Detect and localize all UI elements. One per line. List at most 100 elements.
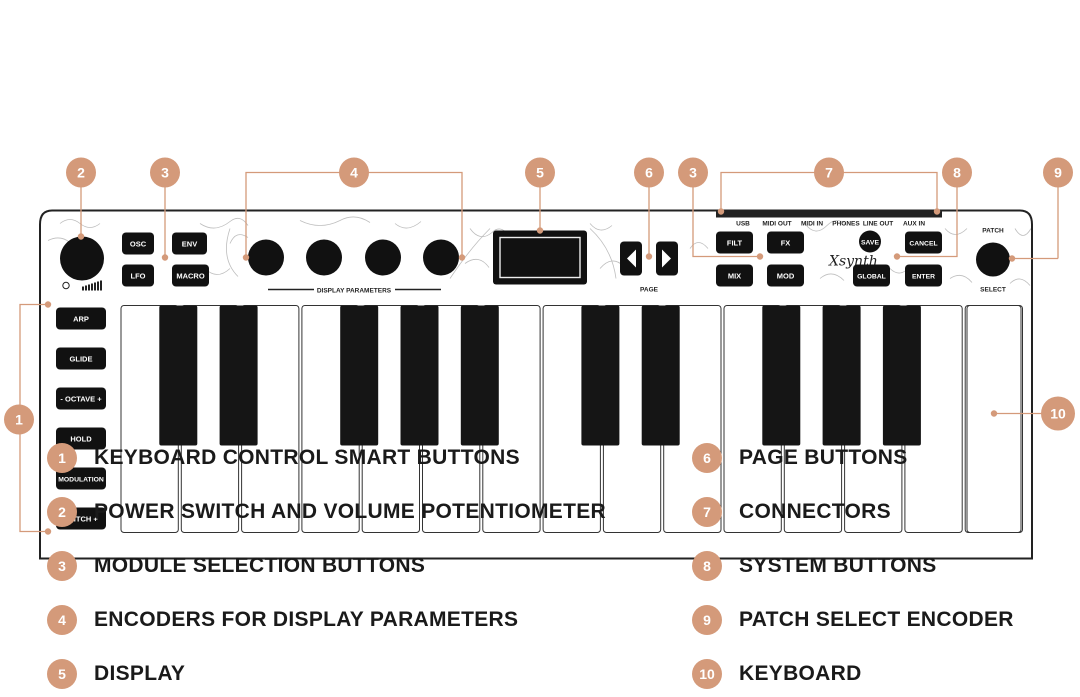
legend-badge: 5 xyxy=(47,659,77,689)
svg-text:1: 1 xyxy=(15,412,23,428)
macro-button[interactable] xyxy=(172,264,209,287)
svg-text:3: 3 xyxy=(161,165,169,181)
black-key[interactable] xyxy=(822,305,861,446)
patch-select-encoder[interactable] xyxy=(976,242,1010,277)
legend-badge: 3 xyxy=(47,551,77,581)
callout-9 xyxy=(1043,157,1073,188)
callout-3-right xyxy=(678,157,708,188)
modulation-label: MODULATION xyxy=(58,477,104,484)
black-key[interactable] xyxy=(460,305,499,446)
black-key[interactable] xyxy=(641,305,680,446)
volume-level-icon xyxy=(82,280,102,291)
svg-text:8: 8 xyxy=(953,165,961,181)
legend-label: KEYBOARD CONTROL SMART BUTTONS xyxy=(94,446,520,469)
connector-line-out: LINE OUT xyxy=(863,221,893,228)
legend-item-10: 10 KEYBOARD xyxy=(692,654,862,694)
callout-7 xyxy=(814,157,844,188)
connector-strip xyxy=(716,209,942,218)
glide-label: GLIDE xyxy=(70,355,93,364)
keyboard xyxy=(120,305,1024,533)
encoder-1[interactable] xyxy=(248,239,284,276)
svg-text:5: 5 xyxy=(536,165,544,181)
pitch-label: - PITCH + xyxy=(64,515,98,524)
callout-10 xyxy=(1041,396,1075,431)
svg-text:10: 10 xyxy=(1050,406,1066,422)
connector-midi-in: MIDI IN xyxy=(801,221,823,228)
callout-3-left xyxy=(150,157,180,188)
callout-8 xyxy=(942,157,972,188)
modulation-button[interactable] xyxy=(56,467,106,490)
legend-badge: 8 xyxy=(692,551,722,581)
global-button[interactable] xyxy=(853,264,890,287)
black-key[interactable] xyxy=(581,305,620,446)
legend-label: MODULE SELECTION BUTTONS xyxy=(94,554,426,577)
black-key[interactable] xyxy=(219,305,258,446)
connector-phones: PHONES xyxy=(832,221,860,228)
connector-usb: USB xyxy=(736,221,750,228)
legend-badge: 6 xyxy=(692,443,722,473)
enter-button[interactable] xyxy=(905,264,942,287)
lfo-button[interactable] xyxy=(122,264,154,287)
osc-button[interactable] xyxy=(122,232,154,255)
svg-text:6: 6 xyxy=(645,165,653,181)
callout-2 xyxy=(66,157,96,188)
filt-button[interactable] xyxy=(716,231,753,254)
cancel-label: CANCEL xyxy=(909,241,937,248)
legend-item-6: 6 PAGE BUTTONS xyxy=(692,438,908,478)
lfo-label: LFO xyxy=(131,272,146,281)
mix-button[interactable] xyxy=(716,264,753,287)
legend-badge: 7 xyxy=(692,497,722,527)
legend-label: DISPLAY xyxy=(94,662,186,685)
env-button[interactable] xyxy=(172,232,207,255)
black-key[interactable] xyxy=(340,305,379,446)
legend-item-5: 5 DISPLAY xyxy=(47,654,185,694)
callout-badges: 1 2 3 4 5 6 3 7 8 9 10 xyxy=(4,157,1075,435)
connector-midi-out: MIDI OUT xyxy=(762,221,791,228)
legend-badge: 9 xyxy=(692,605,722,635)
legend-label: SYSTEM BUTTONS xyxy=(739,554,937,577)
select-label: SELECT xyxy=(980,287,1006,294)
octave-button[interactable] xyxy=(56,387,106,410)
save-label: SAVE xyxy=(861,240,879,247)
arp-label: ARP xyxy=(73,315,89,324)
macro-label: MACRO xyxy=(176,272,204,281)
callout-1 xyxy=(4,404,34,435)
mix-label: MIX xyxy=(728,272,741,281)
legend-badge: 1 xyxy=(47,443,77,473)
global-label: GLOBAL xyxy=(857,274,886,281)
mod-button[interactable] xyxy=(767,264,804,287)
save-button[interactable] xyxy=(859,230,881,253)
callout-4 xyxy=(339,157,369,188)
arp-button[interactable] xyxy=(56,307,106,330)
encoder-3[interactable] xyxy=(365,239,401,276)
connector-aux-in: AUX IN xyxy=(903,221,925,228)
legend-label: PAGE BUTTONS xyxy=(739,446,908,469)
volume-knob[interactable] xyxy=(60,236,104,281)
black-key[interactable] xyxy=(882,305,921,446)
power-icon xyxy=(62,281,70,290)
legend-item-1: 1 KEYBOARD CONTROL SMART BUTTONS xyxy=(47,438,520,478)
chevron-right-icon xyxy=(662,249,671,268)
legend-badge: 4 xyxy=(47,605,77,635)
fx-button[interactable] xyxy=(767,231,804,254)
encoder-4[interactable] xyxy=(423,239,459,276)
callout-6 xyxy=(634,157,664,188)
legend-badge: 2 xyxy=(47,497,77,527)
black-key[interactable] xyxy=(762,305,801,446)
encoder-2[interactable] xyxy=(306,239,342,276)
white-key[interactable] xyxy=(966,305,1022,533)
display-inner xyxy=(499,236,581,279)
glide-button[interactable] xyxy=(56,347,106,370)
black-key[interactable] xyxy=(159,305,198,446)
mod-label: MOD xyxy=(777,272,795,281)
callout-5 xyxy=(525,157,555,188)
octave-label: - OCTAVE + xyxy=(60,395,102,404)
svg-text:9: 9 xyxy=(1054,165,1062,181)
cancel-button[interactable] xyxy=(905,231,942,254)
legend-label: POWER SWITCH AND VOLUME POTENTIOMETER xyxy=(94,500,606,523)
enter-label: ENTER xyxy=(912,274,935,281)
legend-item-2: 2 POWER SWITCH AND VOLUME POTENTIOMETER xyxy=(47,492,606,532)
legend-item-7: 7 CONNECTORS xyxy=(692,492,891,532)
black-key[interactable] xyxy=(400,305,439,446)
legend-item-8: 8 SYSTEM BUTTONS xyxy=(692,546,937,586)
